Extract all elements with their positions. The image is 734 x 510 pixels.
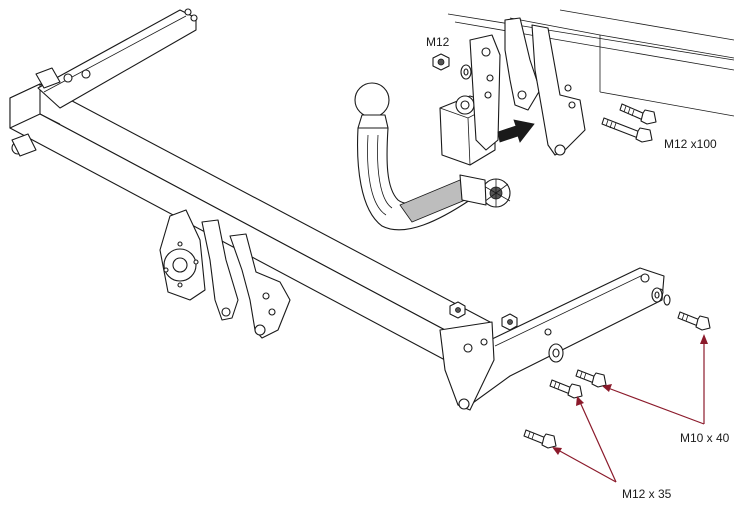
tow-ball <box>354 82 390 118</box>
washer-centre <box>548 343 564 363</box>
centre-bracket-1 <box>201 219 239 321</box>
nut-crossbeam-1 <box>449 301 466 319</box>
washer-right-2 <box>663 294 671 306</box>
detachable-tow-ball-assembly <box>354 34 511 231</box>
bolt-m10x40-b <box>575 369 607 388</box>
callout-m12x35 <box>552 396 617 483</box>
bolt-m12x35-b <box>523 429 557 449</box>
bolt-m12x35-a <box>549 379 583 399</box>
label-m10x40: M10 x 40 <box>680 431 730 445</box>
label-m12: M12 <box>426 35 450 49</box>
socket-plate <box>159 209 206 301</box>
nut-crossbeam-2 <box>501 313 518 331</box>
left-side-arm <box>11 8 198 157</box>
label-m12x35: M12 x 35 <box>622 487 672 501</box>
bolt-m12x100-lower <box>601 117 653 143</box>
centre-bracket-2 <box>229 233 291 339</box>
bolt-m10x40-a <box>677 311 711 331</box>
washer-m12-top <box>460 64 472 80</box>
right-side-arm <box>439 267 665 411</box>
washer-right-1 <box>651 287 663 303</box>
label-m12x100: M12 x100 <box>664 137 717 151</box>
vehicle-chassis-rail <box>447 9 734 117</box>
chassis-bracket-left <box>504 17 586 156</box>
bolt-m12x100-upper <box>619 103 657 125</box>
callout-m10x40 <box>602 334 708 425</box>
nut-m12-top <box>432 53 450 71</box>
insertion-arrow <box>497 119 535 143</box>
